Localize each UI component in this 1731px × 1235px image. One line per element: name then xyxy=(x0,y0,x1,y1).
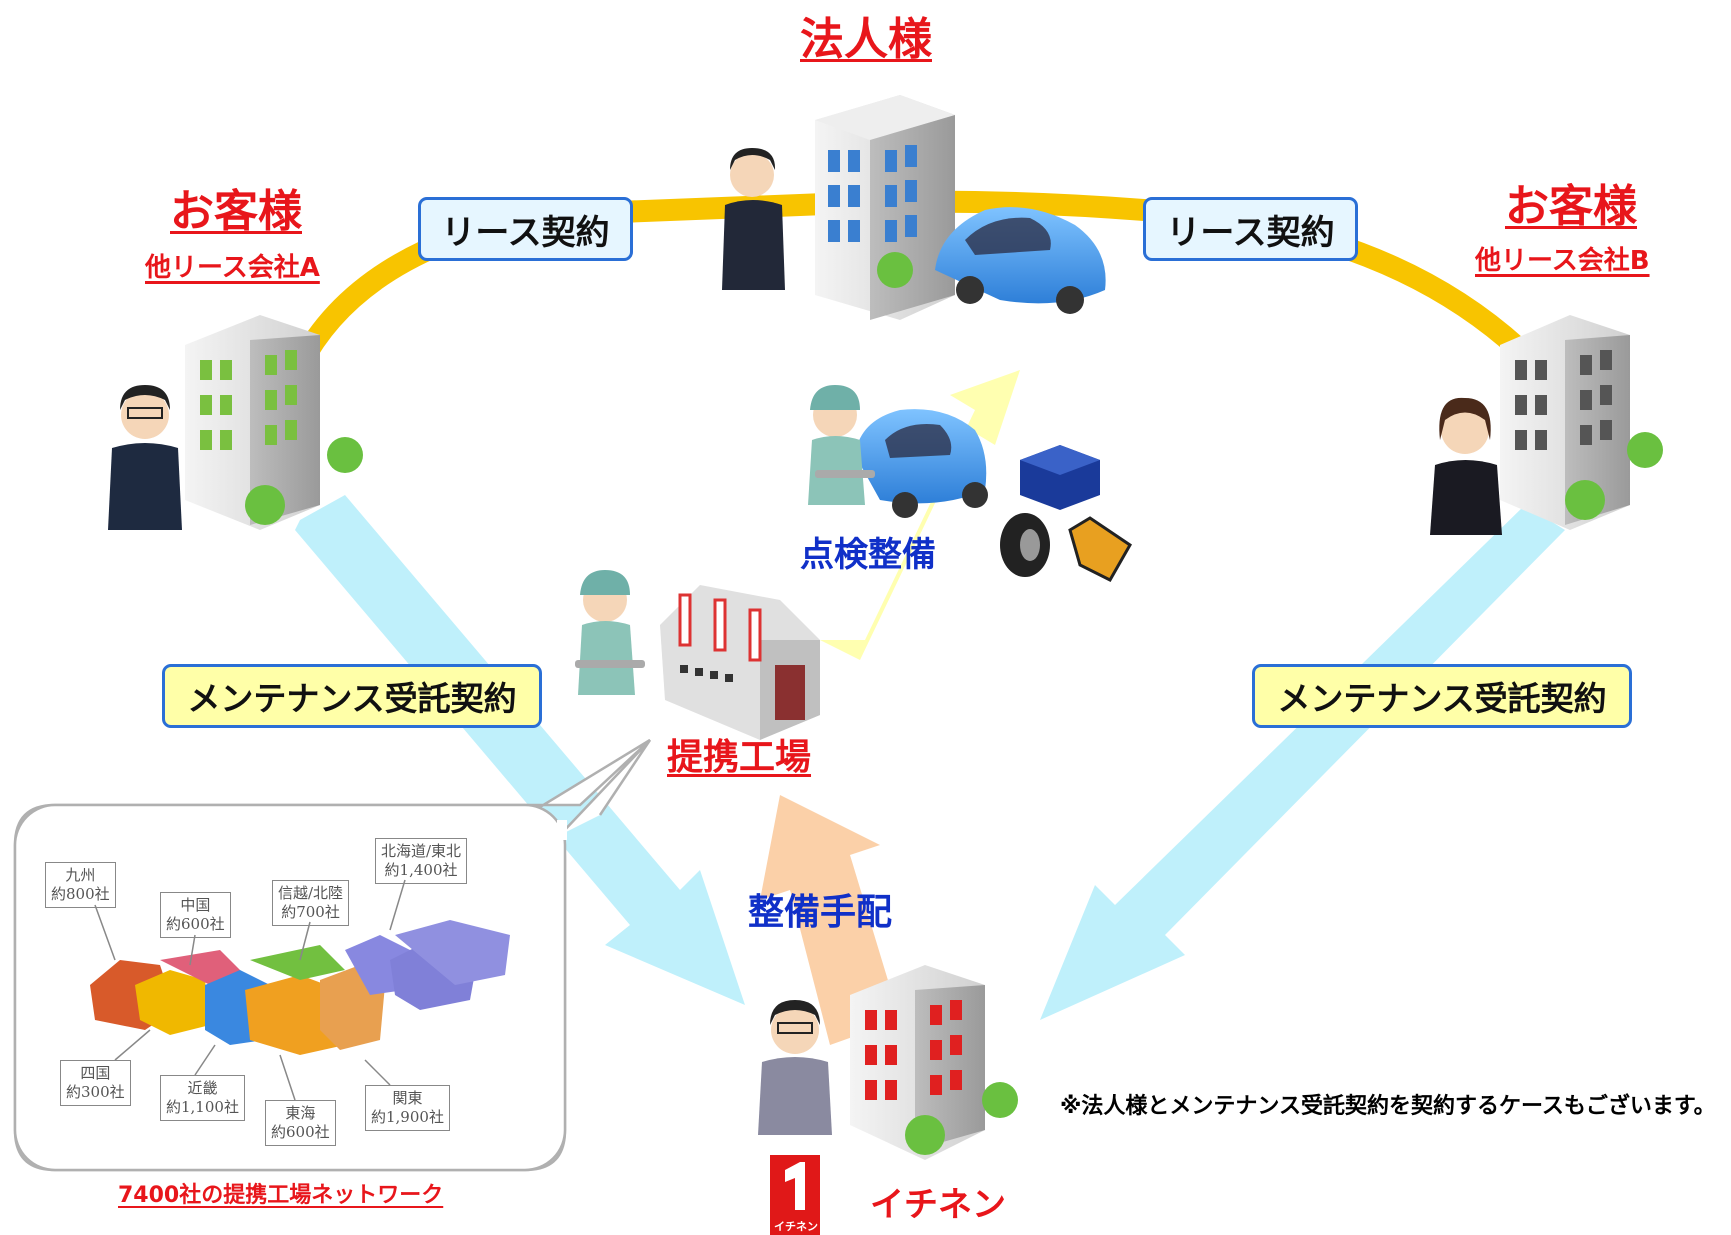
factory-mechanic xyxy=(575,570,645,695)
parts-tire xyxy=(1000,513,1050,577)
lease-contract-left-label: リース契約 xyxy=(441,212,610,253)
region-label-kanto: 関東約1,900社 xyxy=(365,1085,450,1131)
customer-a-building xyxy=(185,315,363,530)
footnote: ※法人様とメンテナンス受託契約を契約するケースもございます。 xyxy=(1060,1094,1716,1119)
customer-b-person xyxy=(1430,397,1502,535)
maintenance-contract-right-label: メンテナンス受託契約 xyxy=(1277,679,1607,718)
region-label-hokkaido-tohoku: 北海道/東北約1,400社 xyxy=(375,838,468,884)
network-bubble-tail xyxy=(559,739,652,836)
corporate-person xyxy=(722,148,785,290)
customer-b-building xyxy=(1500,315,1663,530)
maintenance-contract-left-box: メンテナンス受託契約 xyxy=(162,664,542,728)
maint-arrow-right xyxy=(1040,505,1565,1020)
maintenance-contract-left-label: メンテナンス受託契約 xyxy=(187,679,517,718)
bubble-mask xyxy=(557,820,567,840)
ichinen-logo-text: イチネン xyxy=(774,1220,818,1233)
corporate-title: 法人様 xyxy=(800,14,932,65)
customer-a-title: お客様 xyxy=(170,186,302,237)
region-label-tokai: 東海約600社 xyxy=(265,1100,336,1146)
customer-b-subtitle: 他リース会社B xyxy=(1475,246,1650,276)
lease-contract-right-label: リース契約 xyxy=(1166,212,1335,253)
parts-battery xyxy=(1020,445,1100,510)
mechanic-car xyxy=(808,385,988,518)
network-caption: 7400社の提携工場ネットワーク xyxy=(118,1183,444,1208)
parts-oil xyxy=(1068,516,1132,582)
customer-a-subtitle: 他リース会社A xyxy=(145,253,320,283)
lease-contract-right-box: リース契約 xyxy=(1143,197,1358,261)
arrangement-arrow xyxy=(760,795,900,1045)
ichinen-building xyxy=(850,965,1018,1160)
region-label-shinetsu-hokuriku: 信越/北陸約700社 xyxy=(272,880,350,926)
customer-a-person xyxy=(108,385,182,530)
partner-factory-title: 提携工場 xyxy=(667,737,812,778)
lease-contract-left-box: リース契約 xyxy=(418,197,633,261)
inspection-arrow xyxy=(820,370,1020,660)
lease-arc xyxy=(290,190,1528,371)
maint-arrow-left xyxy=(295,495,745,1005)
ichinen-logo xyxy=(770,1155,820,1235)
corporate-building xyxy=(815,95,955,320)
ichinen-person xyxy=(758,1000,832,1135)
inspection-label: 点検整備 xyxy=(800,535,936,575)
customer-b-title: お客様 xyxy=(1505,181,1637,232)
japan-map xyxy=(90,920,510,1055)
region-label-chugoku: 中国約600社 xyxy=(160,892,231,938)
arrangement-label: 整備手配 xyxy=(748,892,893,933)
ichinen-title: イチネン xyxy=(870,1185,1006,1225)
region-label-shikoku: 四国約300社 xyxy=(60,1060,131,1106)
corporate-car xyxy=(935,207,1106,314)
factory-building xyxy=(660,585,820,740)
maintenance-contract-right-box: メンテナンス受託契約 xyxy=(1252,664,1632,728)
region-label-kyushu: 九州約800社 xyxy=(45,862,116,908)
region-label-kinki: 近畿約1,100社 xyxy=(160,1075,245,1121)
